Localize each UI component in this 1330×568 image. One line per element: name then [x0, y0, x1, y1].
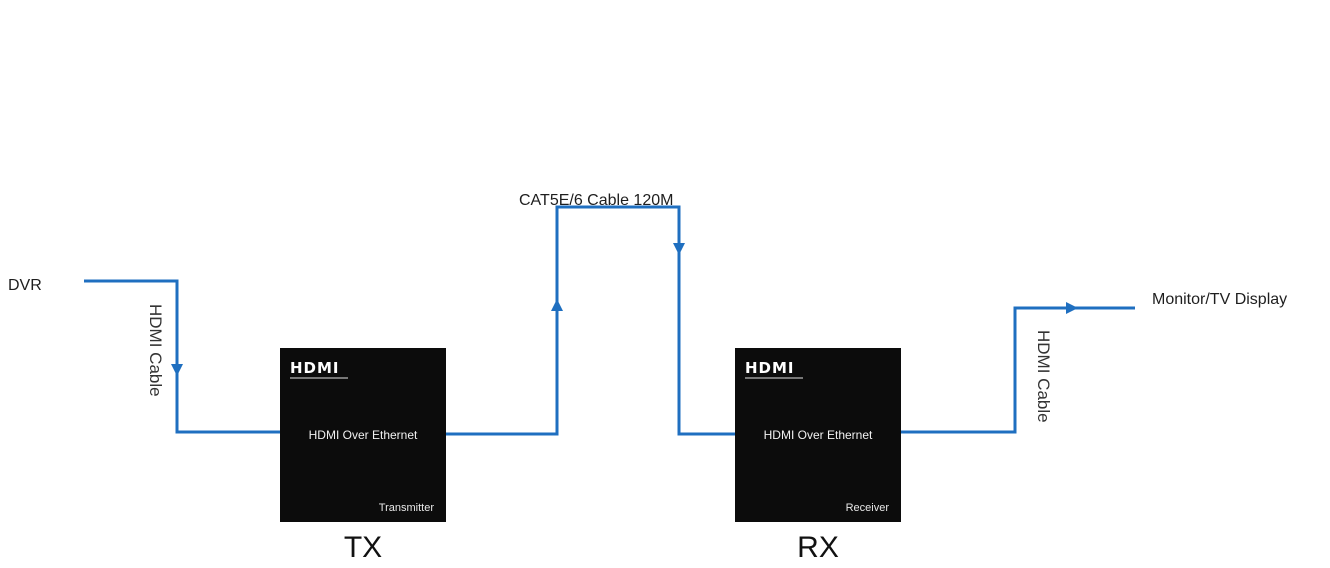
tx-label: TX: [343, 531, 383, 564]
hdmi-cable-rx-to-display: [901, 306, 1135, 434]
arrow-down-left: [171, 364, 183, 376]
hdmi-cable-left-label: HDMI Cable: [146, 304, 165, 397]
network-cable-label: CAT5E/6 Cable 120M: [519, 192, 674, 209]
rx-label: RX: [797, 531, 839, 564]
arrow-up-network: [551, 299, 563, 311]
transmitter-box: HDMI HDMI Over Ethernet Transmitter: [280, 348, 446, 522]
transmitter-title: HDMI Over Ethernet: [308, 428, 418, 442]
arrow-right-display: [1066, 302, 1078, 314]
hdmi-cable-dvr-to-tx: [84, 279, 280, 434]
transmitter-role: Transmitter: [378, 502, 434, 514]
receiver-title: HDMI Over Ethernet: [763, 428, 873, 442]
source-label: DVR: [8, 277, 42, 294]
hdmi-logo: HDMI: [290, 361, 354, 381]
receiver-role: Receiver: [845, 502, 889, 514]
cat-cable-tx-to-rx: [446, 205, 737, 436]
hdmi-cable-right-label: HDMI Cable: [1034, 330, 1053, 423]
display-label: Monitor/TV Display: [1152, 291, 1288, 308]
arrow-down-network: [673, 243, 685, 255]
receiver-box: HDMI HDMI Over Ethernet Receiver: [735, 348, 901, 522]
hdmi-logo: HDMI: [745, 361, 809, 381]
